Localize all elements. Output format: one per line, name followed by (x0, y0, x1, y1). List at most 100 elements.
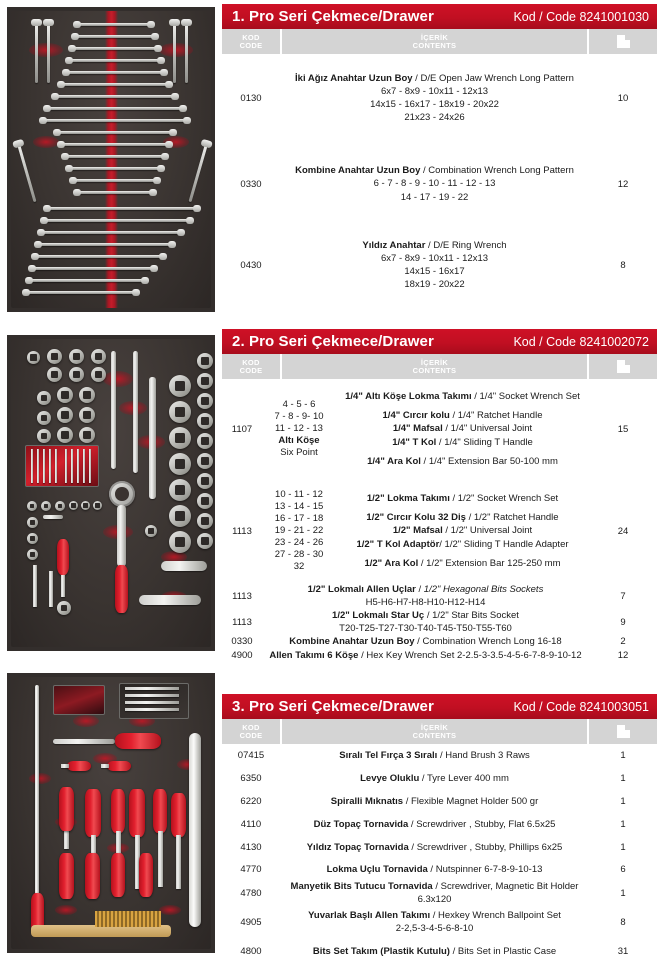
column-header-quantity (589, 29, 657, 54)
entry-en: 1/2" Extension Bar 125-250 mm (426, 557, 561, 569)
row-code: 0330 (231, 636, 253, 648)
entry-tr: 1/2" T Kol Adaptör (356, 538, 440, 550)
row-contents: 1/4" Altı Köşe Lokma Takımı / 1/4" Socke… (345, 391, 580, 467)
row-code: 4770 (240, 864, 262, 875)
size-line: 7 - 8 - 9- 10 (274, 411, 324, 423)
row-contents: Yıldız Anahtar / D/E Ring Wrench 6x7 - 8… (280, 226, 589, 304)
row-contents: Düz Topaç Tornavida / Screwdriver , Stub… (313, 818, 556, 830)
row-name-tr: Düz Topaç Tornavida (313, 818, 409, 830)
row-sizes: 10 - 11 - 12 13 - 14 - 15 16 - 17 - 18 1… (262, 479, 336, 583)
size-line: Six Point (280, 446, 318, 458)
entry-en: 1/2" Socket Wrench Set (457, 493, 559, 505)
row-detail: 21x23 - 24x26 (404, 112, 465, 124)
size-line: 16 - 17 - 18 (274, 513, 324, 525)
row-name-tr: Yuvarlak Başlı Allen Takımı (308, 910, 431, 922)
row-code: 4905 (240, 916, 262, 928)
entry-en: 1/2" Universal Joint (450, 525, 533, 537)
row-detail: 6 - 7 - 8 - 9 - 10 - 11 - 12 - 13 (373, 178, 496, 190)
row-contents: Kombine Anahtar Uzun Boy / Combination W… (289, 636, 562, 648)
row-contents: 1/2" Lokma Takımı / 1/2" Socket Wrench S… (356, 493, 569, 569)
row-name-en: Screwdriver , Stubby, Flat 6.5x25 (416, 818, 556, 830)
entry-tr: 1/4" T Kol (392, 436, 437, 448)
column-header-quantity (589, 719, 657, 744)
table-row: 0130 İki Ağız Anahtar Uzun Boy / D/E Ope… (222, 54, 657, 142)
row-quantity: 24 (617, 525, 629, 537)
row-name-tr: Yıldız Topaç Tornavida (306, 841, 409, 853)
row-name-tr: Levye Oluklu (360, 772, 420, 784)
section-3-header: 3. Pro Seri Çekmece/Drawer Kod / Code 82… (222, 694, 657, 719)
column-header-code: KOD CODE (222, 354, 280, 379)
row-name-en: Flexible Magnet Holder 500 gr (410, 795, 539, 807)
row-detail: 6x7 - 8x9 - 10x11 - 12x13 (380, 252, 489, 264)
stacked-square-icon (616, 725, 630, 738)
row-name-en: Combination Wrench Long 16-18 (422, 636, 562, 648)
row-quantity: 8 (620, 259, 626, 271)
size-line: 10 - 11 - 12 (275, 489, 323, 501)
row-name-en: 1/2" Hexagonal Bits Sockets (423, 584, 544, 595)
table-row: 0330 Kombine Anahtar Uzun Boy / Combinat… (222, 142, 657, 226)
section-3-code: Kod / Code 8241003051 (513, 699, 649, 714)
foam-tray (11, 677, 211, 949)
row-quantity: 1 (620, 819, 626, 830)
row-contents: Kombine Anahtar Uzun Boy / Combination W… (280, 142, 589, 226)
section-2-column-headers: KOD CODE İÇERİK CONTENTS (222, 354, 657, 379)
drawer-1-wrench-tray-photo (6, 6, 216, 313)
column-header-code-tr: KOD (242, 357, 260, 367)
row-quantity: 1 (620, 750, 626, 761)
section-2-title: 2. Pro Seri Çekmece/Drawer (232, 333, 434, 350)
section-1-title: 1. Pro Seri Çekmece/Drawer (232, 8, 434, 25)
row-name-tr: İki Ağız Anahtar Uzun Boy (295, 72, 413, 84)
section-2-table: 1107 4 - 5 - 6 7 - 8 - 9- 10 11 - 12 - 1… (222, 379, 657, 662)
column-header-contents-en: CONTENTS (412, 730, 457, 740)
table-row: 6220 Spiralli Mıknatıs / Flexible Magnet… (222, 790, 657, 813)
row-name-tr: Manyetik Bits Tutucu Tornavida (290, 881, 433, 892)
row-name-tr: Yıldız Anahtar (362, 239, 426, 251)
size-line: 4 - 5 - 6 (282, 399, 316, 411)
table-row: 1113 1/2" Lokmalı Star Uç / 1/2" Star Bi… (222, 609, 657, 635)
size-line: 19 - 21 - 22 (274, 525, 324, 537)
row-name-tr: Spiralli Mıknatıs (330, 795, 404, 807)
entry-en: 1/4" Ratchet Handle (457, 410, 543, 422)
column-header-contents-en: CONTENTS (412, 365, 457, 375)
content-column: 1. Pro Seri Çekmece/Drawer Kod / Code 82… (222, 0, 657, 960)
table-row: 6350 Levye Oluklu / Tyre Lever 400 mm 1 (222, 767, 657, 790)
row-code: 4900 (231, 649, 253, 661)
row-code: 0430 (240, 259, 262, 271)
row-name-en: 1/2" Star Bits Socket (432, 610, 519, 622)
table-row: 4770 Lokma Uçlu Tornavida / Nutspinner 6… (222, 859, 657, 880)
foam-tray (11, 11, 211, 308)
column-header-contents: İÇERİK CONTENTS (282, 29, 587, 54)
row-detail: 6x7 - 8x9 - 10x11 - 12x13 (380, 85, 489, 97)
row-name-en: D/E Open Jaw Wrench Long Pattern (420, 72, 574, 84)
row-code: 1113 (232, 525, 252, 537)
section-2-code: Kod / Code 8241002072 (513, 334, 649, 349)
row-name-en: Nutspinner 6-7-8-9-10-13 (435, 863, 543, 875)
size-line: 13 - 14 - 15 (274, 501, 324, 513)
row-quantity: 1 (620, 796, 626, 807)
row-quantity: 15 (617, 423, 629, 435)
column-header-contents-en: CONTENTS (412, 40, 457, 50)
row-name-tr: Kombine Anahtar Uzun Boy (289, 636, 415, 648)
column-header-quantity (589, 354, 657, 379)
row-code: 0330 (240, 178, 262, 190)
row-code: 4110 (240, 819, 262, 830)
row-contents: Sıralı Tel Fırça 3 Sıralı / Hand Brush 3… (339, 749, 530, 761)
row-contents: Yıldız Topaç Tornavida / Screwdriver , S… (306, 841, 563, 853)
row-quantity: 2 (620, 636, 626, 648)
row-code: 4800 (240, 945, 262, 957)
column-header-contents-tr: İÇERİK (420, 32, 449, 42)
row-quantity: 1 (620, 887, 626, 899)
size-line: Altı Köşe (278, 434, 320, 446)
section-2-header: 2. Pro Seri Çekmece/Drawer Kod / Code 82… (222, 329, 657, 354)
row-quantity: 6 (620, 864, 626, 875)
row-detail: 14x15 - 16x17 (404, 266, 465, 277)
column-header-code-tr: KOD (242, 32, 260, 42)
row-quantity: 8 (620, 916, 626, 928)
table-row: 4130 Yıldız Topaç Tornavida / Screwdrive… (222, 836, 657, 859)
section-1-column-headers: KOD CODE İÇERİK CONTENTS (222, 29, 657, 54)
size-line: 11 - 12 - 13 (275, 423, 323, 435)
row-contents: Levye Oluklu / Tyre Lever 400 mm (360, 772, 509, 784)
row-name-en: Hexkey Wrench Ballpoint Set (438, 910, 561, 922)
row-code: 1113 (232, 616, 252, 628)
